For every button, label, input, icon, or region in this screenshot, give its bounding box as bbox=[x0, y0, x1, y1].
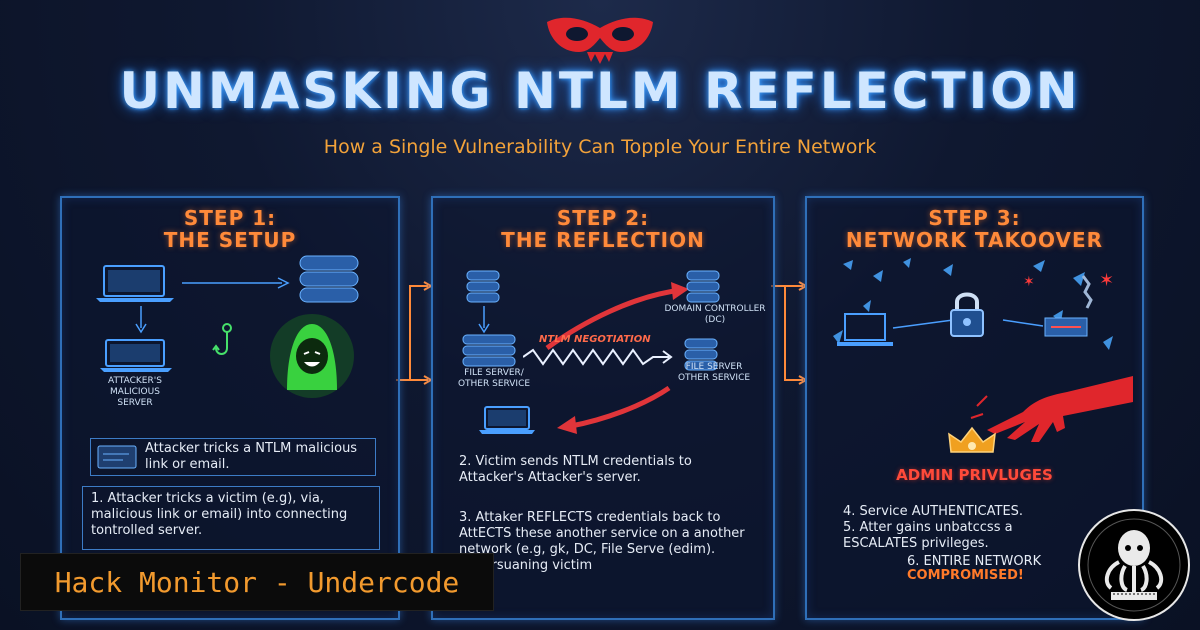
step-3-compromised: COMPROMISED! bbox=[907, 568, 1024, 583]
step-1-note-box: Attacker tricks a NTLM malicious link or… bbox=[90, 438, 376, 476]
lock-icon bbox=[950, 292, 984, 337]
step-2-title: THE REFLECTION bbox=[501, 228, 705, 252]
step-2-label: STEP 2: bbox=[556, 206, 650, 230]
octopus-logo-icon bbox=[1078, 509, 1190, 621]
step-3-title: NETWORK TAKOOVER bbox=[845, 228, 1104, 252]
hook-icon bbox=[212, 323, 232, 355]
crown-icon bbox=[948, 426, 996, 453]
arrow-right bbox=[182, 277, 290, 289]
brand-name: Hack Monitor - Undercode bbox=[54, 565, 460, 599]
server-icon bbox=[462, 334, 516, 367]
domain-controller-label: DOMAIN CONTROLLER (DC) bbox=[664, 304, 766, 325]
server-icon bbox=[299, 255, 359, 303]
step-1-description-box: 1. Attacker tricks a victim (e.g), via, … bbox=[82, 486, 380, 550]
svg-text:✶: ✶ bbox=[1023, 274, 1035, 290]
reflection-arrow-up bbox=[545, 282, 689, 351]
step-3-text-6: 6. ENTIRE NETWORK bbox=[907, 554, 1042, 569]
page-subtitle: How a Single Vulnerability Can Topple Yo… bbox=[323, 136, 877, 158]
negotiation-zigzag bbox=[523, 348, 673, 366]
admin-privileges-label: ADMIN PRIVLUGES bbox=[896, 466, 1053, 484]
step-3-text-5: 5. Atter gains unbatccss a ESCALATES pri… bbox=[843, 520, 1013, 551]
attacker-hand-icon bbox=[970, 376, 1133, 442]
brand-banner: Hack Monitor - Undercode bbox=[20, 553, 494, 611]
laptop-icon bbox=[479, 406, 535, 434]
attacker-server-label: ATTACKER'S MALICIOUS SERVER bbox=[108, 376, 162, 408]
laptop-icon bbox=[96, 265, 174, 302]
step-1-note-text: Attacker tricks a NTLM malicious link or… bbox=[145, 441, 358, 472]
hacker-icon bbox=[270, 314, 354, 398]
arrow-down bbox=[135, 306, 147, 334]
connector-arrow-2 bbox=[771, 281, 807, 385]
step-2-panel: STEP 2: THE REFLECTION FILE SERVER/ OTHE… bbox=[431, 196, 775, 620]
step-1-panel: STEP 1: THE SETUP ATTACKER'S MALICIOUS S… bbox=[60, 196, 400, 620]
file-server-left-label: FILE SERVER/ OTHER SERVICE bbox=[457, 368, 531, 389]
ntlm-negotiation-label: NTLM NEGOTIATION bbox=[539, 334, 651, 345]
step-1-label: STEP 1: bbox=[183, 206, 277, 230]
file-server-right-label: FILE SERVER OTHER SERVICE bbox=[677, 362, 751, 383]
step-3-label: STEP 3: bbox=[928, 206, 1021, 230]
page-title: UNMASKING NTLM REFLECTION bbox=[119, 62, 1081, 120]
mask-icon bbox=[547, 17, 653, 64]
step-2-text-2: 2. Victim sends NTLM credentials to Atta… bbox=[459, 454, 692, 485]
step-3-text-4: 4. Service AUTHENTICATES. bbox=[843, 504, 1024, 519]
shattered-network-icon: ✶ ✶ bbox=[833, 258, 1114, 350]
step-2-text-3: 3. Attaker REFLECTS credentials back to … bbox=[459, 510, 745, 573]
laptop-icon bbox=[100, 339, 172, 372]
server-icon bbox=[686, 270, 720, 303]
step-1-description: 1. Attacker tricks a victim (e.g), via, … bbox=[91, 491, 348, 538]
step-1-title: THE SETUP bbox=[163, 228, 297, 252]
email-icon bbox=[97, 445, 137, 469]
arrow-down bbox=[478, 306, 490, 334]
server-icon bbox=[684, 338, 718, 371]
svg-text:✶: ✶ bbox=[1099, 270, 1114, 291]
connector-arrow-1 bbox=[396, 281, 432, 385]
reflection-arrow-down bbox=[557, 386, 671, 434]
server-icon bbox=[466, 270, 500, 303]
